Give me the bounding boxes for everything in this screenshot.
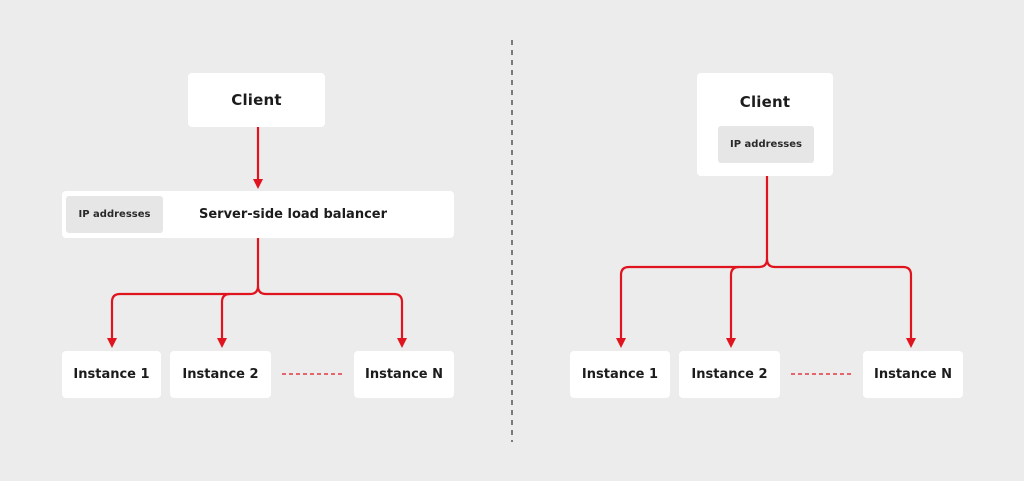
right-instance-n-box: Instance N (863, 351, 963, 398)
right-branch-to-instance-n (775, 265, 916, 348)
left-client-box: Client (188, 73, 325, 127)
left-client-label: Client (231, 91, 282, 109)
right-instance-2-box: Instance 2 (679, 351, 780, 398)
left-branch-to-instance-2 (217, 292, 231, 348)
load-balancer-ip-chip: IP addresses (66, 196, 163, 233)
left-instance-n-box: Instance N (354, 351, 454, 398)
load-balancer-ip-label: IP addresses (78, 209, 151, 220)
left-instance-1-label: Instance 1 (73, 367, 150, 382)
right-instance-2-label: Instance 2 (691, 367, 768, 382)
left-instance-n-label: Instance N (365, 367, 443, 382)
right-client-ip-label: IP addresses (730, 139, 802, 150)
right-branch-to-instance-1 (616, 258, 769, 348)
right-branch-to-instance-2 (726, 265, 740, 348)
right-client-trunk (765, 176, 776, 269)
left-instance-1-box: Instance 1 (62, 351, 161, 398)
load-balancer-box: IP addresses Server-side load balancer (62, 191, 454, 238)
right-client-ip-chip: IP addresses (718, 126, 814, 163)
right-instance-1-box: Instance 1 (570, 351, 670, 398)
left-instance-2-box: Instance 2 (170, 351, 271, 398)
load-balancer-label: Server-side load balancer (198, 207, 388, 222)
right-instance-n-label: Instance N (874, 367, 952, 382)
left-instance-2-label: Instance 2 (182, 367, 259, 382)
left-branch-to-instance-1 (107, 285, 260, 348)
right-client-label: Client (739, 93, 791, 111)
left-branch-to-instance-n (266, 292, 407, 348)
right-client-box: Client IP addresses (697, 73, 833, 176)
left-lb-trunk (256, 238, 267, 296)
right-instance-1-label: Instance 1 (581, 367, 659, 382)
